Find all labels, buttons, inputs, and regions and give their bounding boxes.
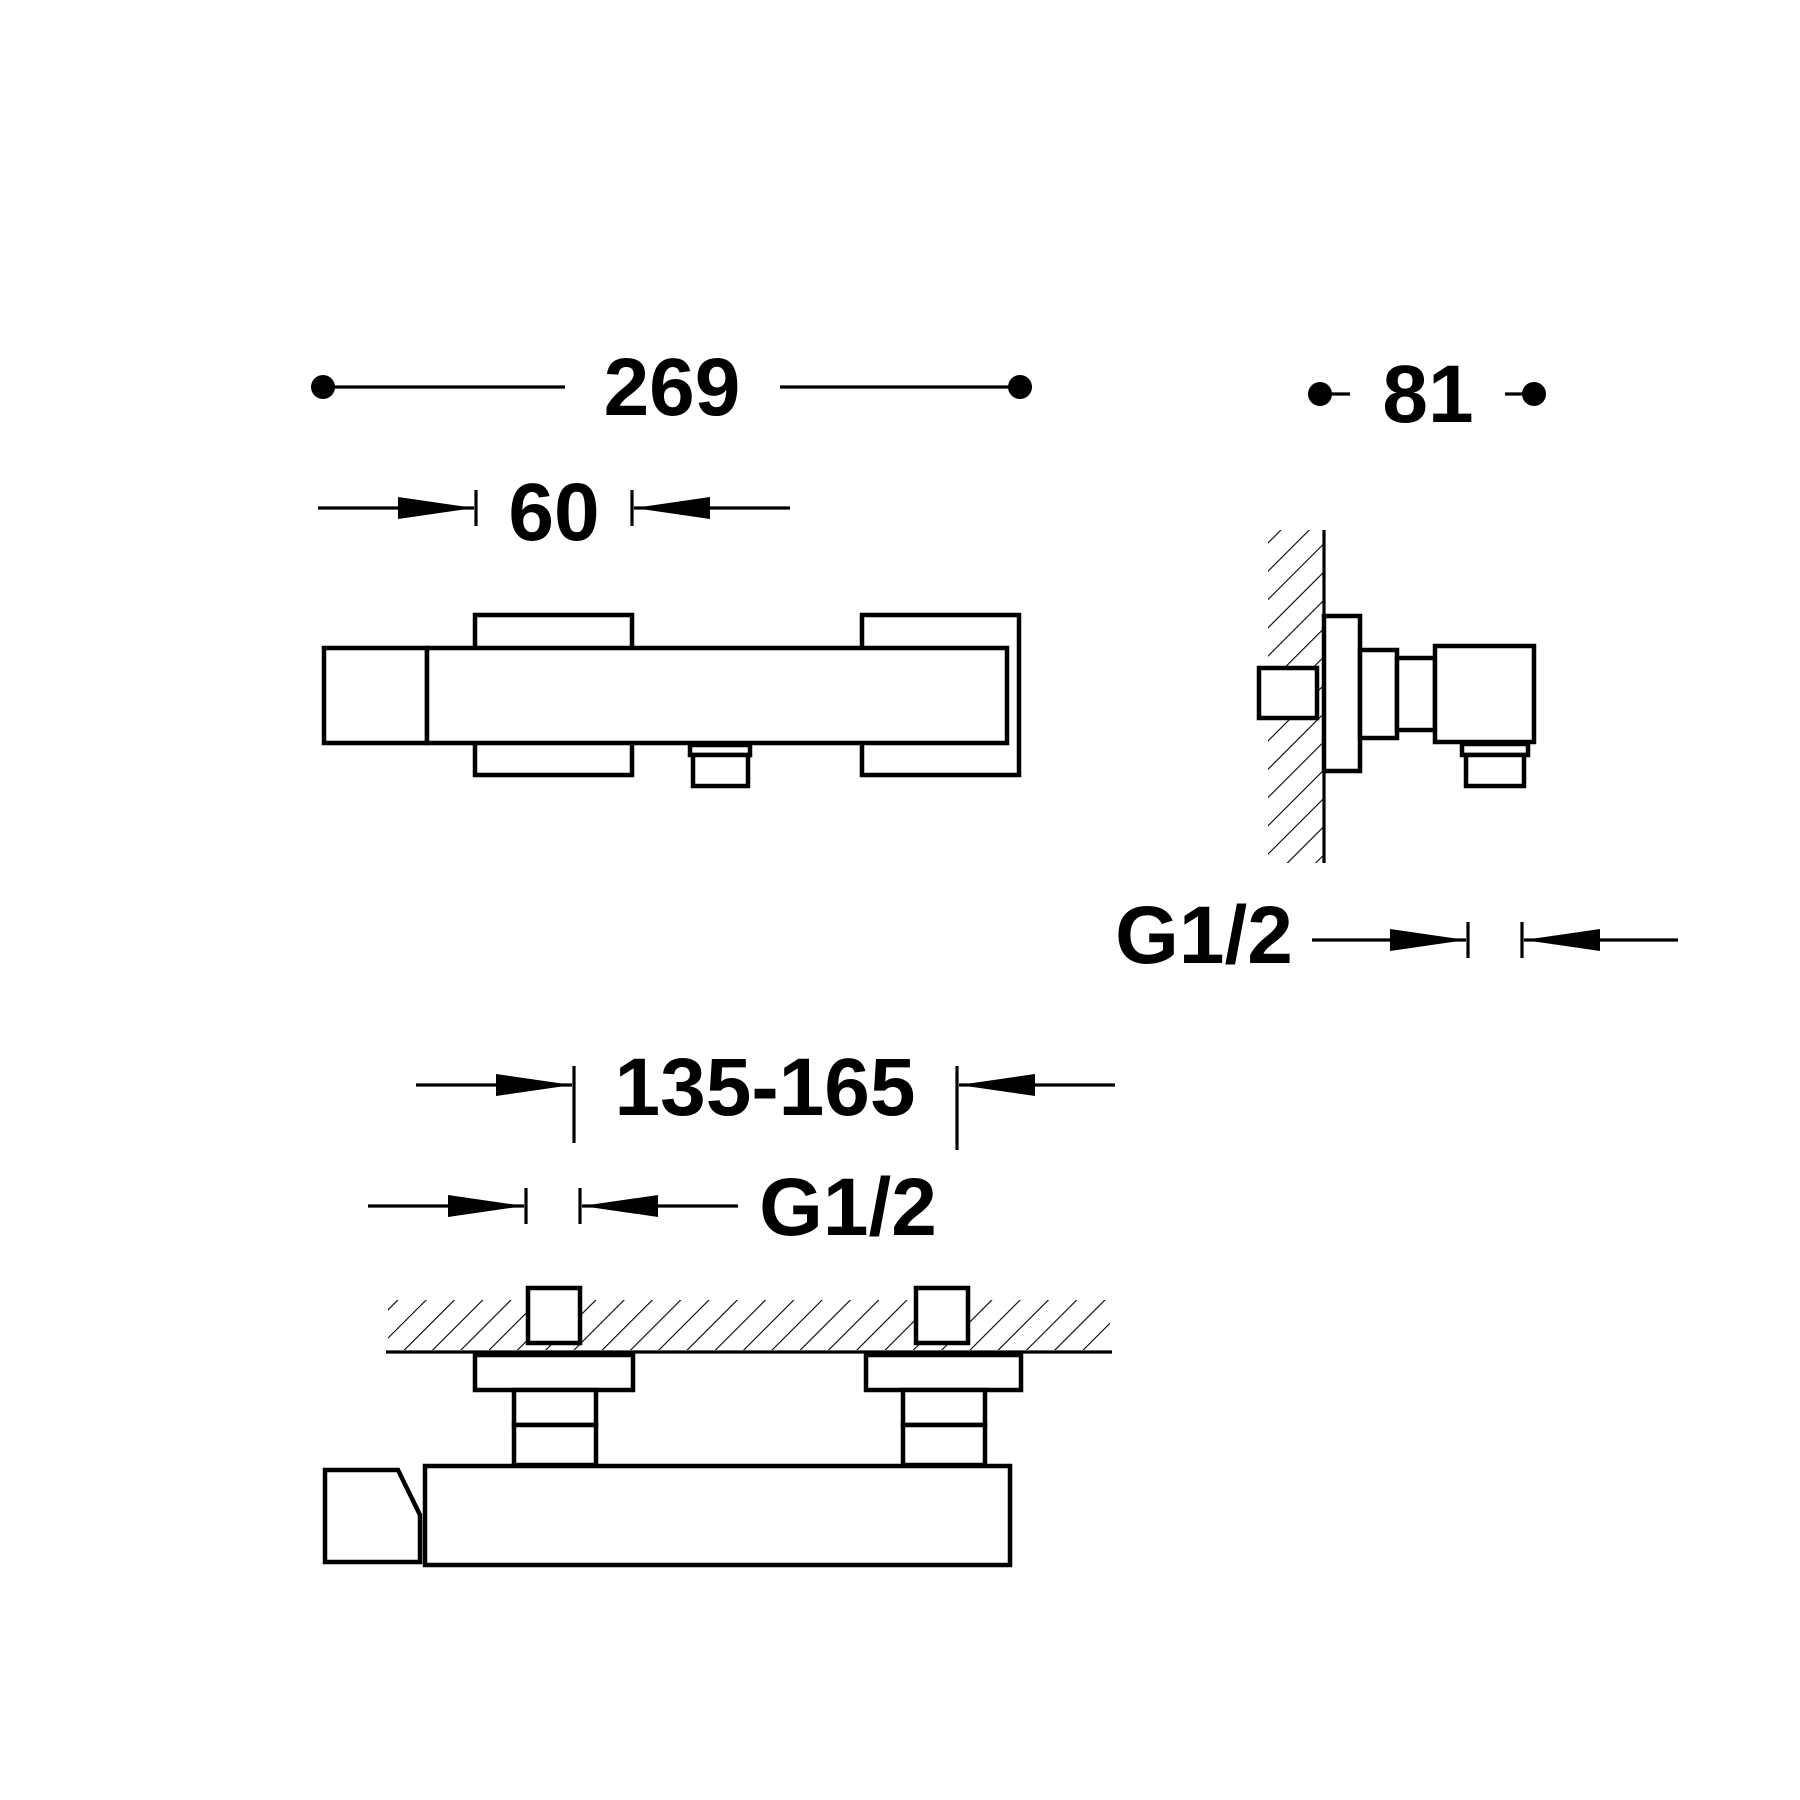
label-inlet-thread: G1/2 <box>759 1162 937 1253</box>
right-stem-b <box>900 1422 988 1468</box>
top-view: 135-165 G1/2 <box>322 1042 1115 1568</box>
wall-flange <box>1321 613 1363 774</box>
side-view: 81 G1/2 <box>1115 349 1678 981</box>
outlet-thread <box>690 752 751 789</box>
label-overall-length: 269 <box>604 342 741 433</box>
left-stem-a <box>511 1387 599 1428</box>
dimension-depth: 81 <box>1308 349 1546 440</box>
handle-cap-top <box>322 1467 423 1565</box>
left-inlet-pipe <box>525 1285 583 1346</box>
dimension-outlet-thread: G1/2 <box>1115 890 1678 981</box>
label-outlet-thread: G1/2 <box>1115 890 1293 981</box>
dimension-overall-length: 269 <box>311 342 1032 433</box>
dimension-center-distance: 135-165 <box>416 1042 1115 1150</box>
dimension-handle-width: 60 <box>318 467 790 558</box>
label-depth: 81 <box>1382 349 1473 440</box>
outlet-thread-side <box>1463 752 1527 789</box>
label-handle-width: 60 <box>508 467 599 558</box>
left-handle-cap <box>321 645 430 746</box>
left-flange <box>472 1352 636 1393</box>
right-flange <box>863 1352 1024 1393</box>
right-inlet-pipe <box>913 1285 971 1346</box>
mixer-body-top <box>422 1463 1013 1568</box>
eccentric-stem-a <box>1357 647 1400 741</box>
eccentric-stem-b <box>1394 655 1438 733</box>
wall-inlet-pipe <box>1256 665 1320 721</box>
front-view: 269 60 <box>311 342 1032 789</box>
wall-hatching-top <box>388 1300 1110 1350</box>
right-stem-a <box>900 1387 988 1428</box>
left-stem-b <box>511 1422 599 1468</box>
mixer-body-section <box>1432 643 1537 745</box>
label-center-distance: 135-165 <box>615 1042 916 1133</box>
mixer-body <box>424 645 1010 746</box>
dimension-inlet-thread: G1/2 <box>368 1162 937 1253</box>
